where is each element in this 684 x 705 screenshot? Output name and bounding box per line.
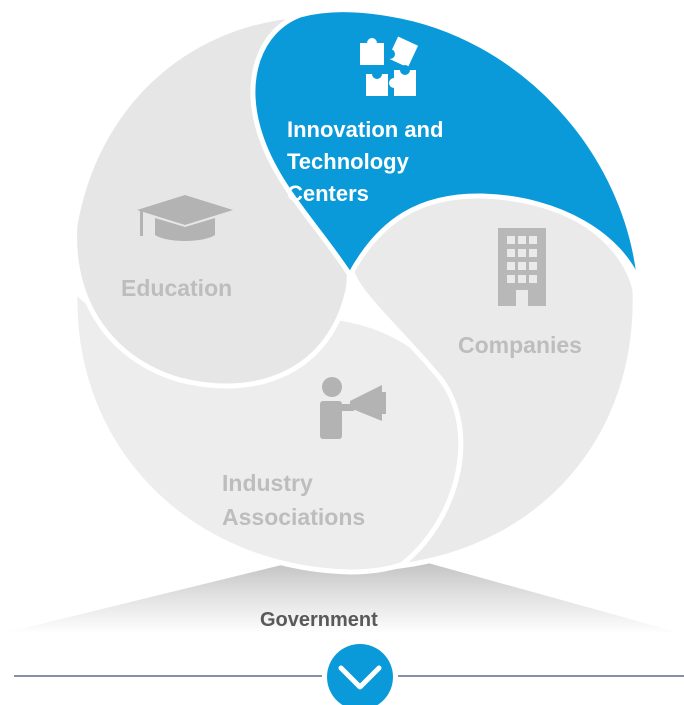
innovation-label-line-2: Technology [287,149,409,174]
industry-label-line-1: Industry [222,470,313,496]
innovation-label-line-3: Centers [287,181,369,206]
segment-innovation-technology-centers[interactable] [250,7,643,286]
innovation-label: Innovation and Technology Centers [287,114,443,210]
government-label-text: Government [260,609,378,631]
companies-label: Companies [458,328,582,362]
government-base [0,558,684,634]
graduation-cap-icon [137,195,233,241]
expand-button[interactable] [327,644,393,705]
industry-label-line-2: Associations [222,504,366,530]
government-label: Government [260,607,378,633]
office-building-icon [498,228,546,306]
innovation-label-line-1: Innovation and [287,117,444,142]
industry-label: Industry Associations [222,466,365,534]
megaphone-person-icon [320,377,386,439]
puzzle-icon [360,36,419,96]
companies-label-text: Companies [458,332,582,358]
education-label-text: Education [121,275,233,301]
education-label: Education [121,271,232,305]
chevron-down-icon [338,665,382,690]
